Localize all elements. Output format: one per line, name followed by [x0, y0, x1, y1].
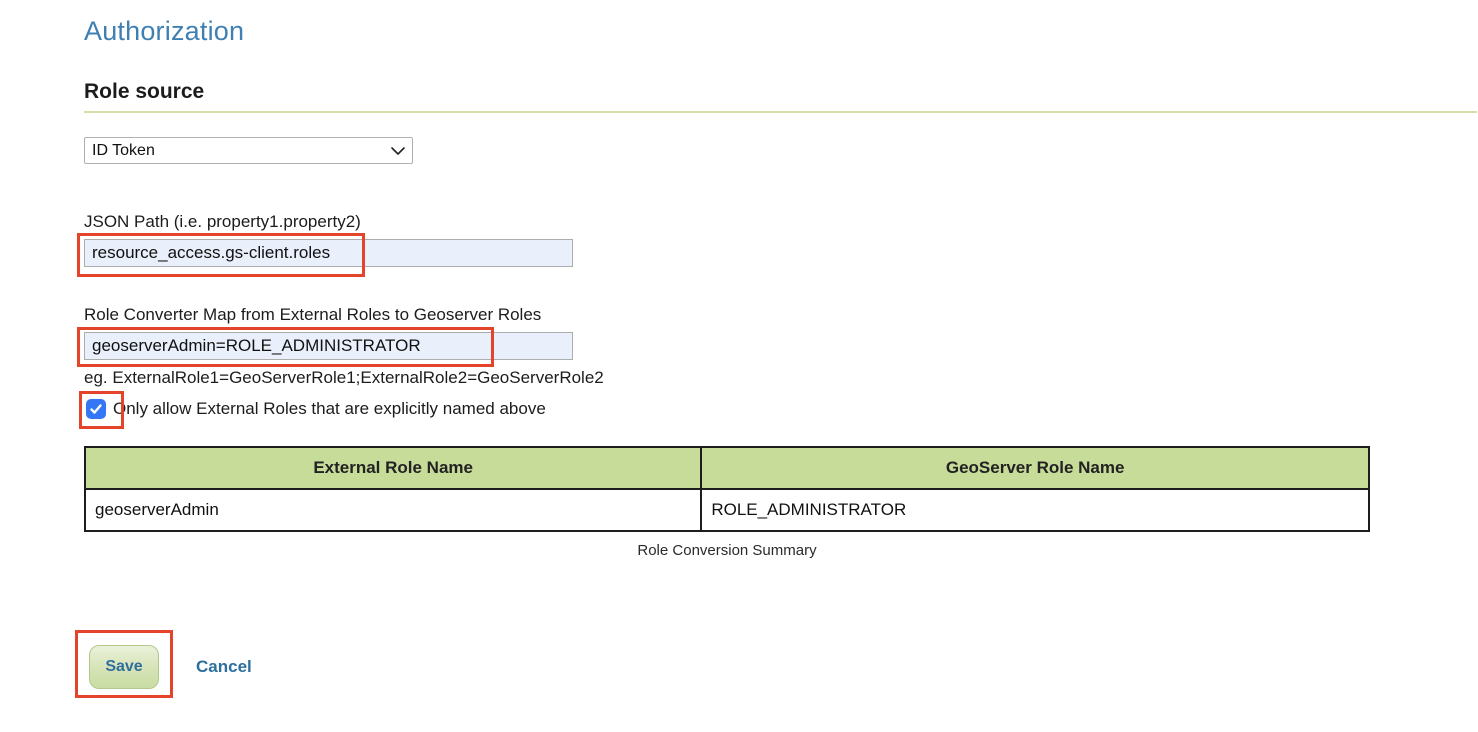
role-conversion-table: External Role Name GeoServer Role Name g…	[83, 446, 1370, 532]
role-source-select[interactable]: ID Token	[84, 137, 413, 164]
role-converter-label: Role Converter Map from External Roles t…	[84, 305, 542, 324]
page-title: Authorization	[84, 16, 245, 46]
table-header-row: External Role Name GeoServer Role Name	[83, 446, 1370, 490]
json-path-label: JSON Path (i.e. property1.property2)	[84, 212, 361, 231]
only-allow-label: Only allow External Roles that are expli…	[113, 399, 546, 418]
role-converter-input[interactable]	[84, 332, 573, 360]
save-button[interactable]: Save	[89, 645, 159, 689]
checkmark-icon	[90, 404, 102, 414]
role-converter-example-hint: eg. ExternalRole1=GeoServerRole1;Externa…	[84, 368, 604, 387]
cancel-link[interactable]: Cancel	[196, 657, 252, 676]
cell-external-role: geoserverAdmin	[83, 488, 703, 532]
table-caption: Role Conversion Summary	[637, 542, 817, 559]
role-source-heading: Role source	[84, 80, 205, 103]
only-allow-checkbox[interactable]	[86, 399, 106, 419]
column-header-geoserver-role: GeoServer Role Name	[700, 446, 1370, 490]
role-source-select-wrap: ID Token	[84, 137, 413, 164]
table-row: geoserverAdmin ROLE_ADMINISTRATOR	[83, 488, 1370, 532]
cell-geoserver-role: ROLE_ADMINISTRATOR	[700, 488, 1370, 532]
json-path-input[interactable]	[84, 239, 573, 267]
role-source-section-divider: Role source	[84, 80, 1477, 113]
column-header-external-role: External Role Name	[83, 446, 703, 490]
